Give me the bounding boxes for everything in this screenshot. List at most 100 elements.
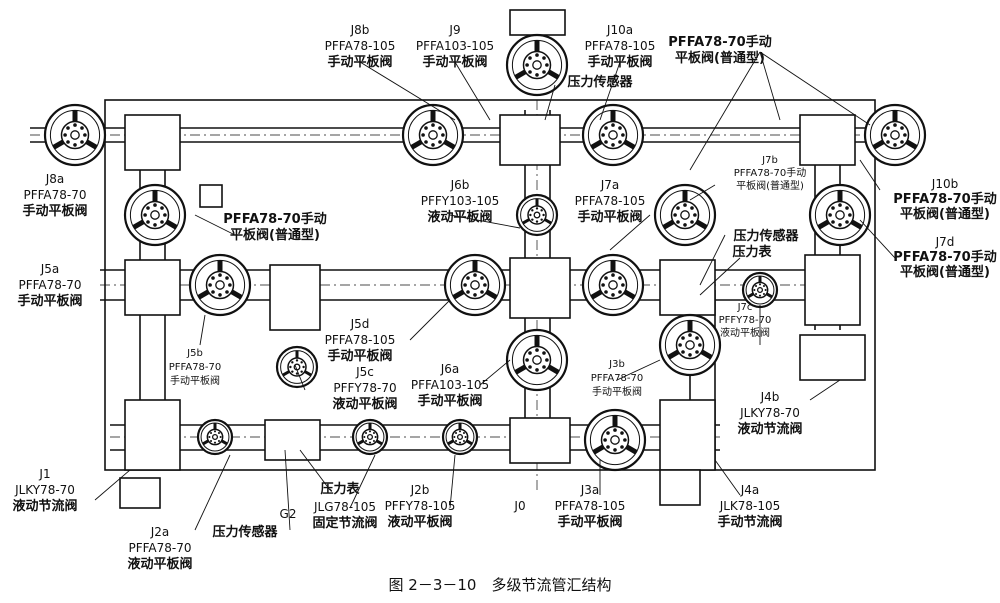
- label-line: PFFY78-70: [333, 381, 396, 395]
- label-line: G2: [280, 507, 297, 521]
- label-line: J1: [38, 467, 50, 481]
- handwheel-icon: [515, 193, 559, 237]
- handwheel-icon: [351, 418, 389, 456]
- label-line: JLKY78-70: [14, 483, 75, 497]
- label-line: 压力传感器: [733, 228, 799, 244]
- label-line: PFFA78-70手动: [893, 249, 996, 265]
- label-line: 液动平板阀: [427, 209, 492, 225]
- label-line: 手动平板阀: [17, 293, 82, 309]
- label-line: 液动节流阀: [12, 498, 77, 514]
- label-line: 固定节流阀: [312, 515, 377, 531]
- label-line: PFFA78-105: [325, 39, 396, 53]
- handwheel-icon: [441, 418, 479, 456]
- label-line: 平板阀(普通型): [736, 179, 804, 192]
- label-line: PFFA78-70: [169, 362, 222, 373]
- handwheel-icon: [275, 345, 319, 389]
- handwheel-icon: [658, 313, 722, 377]
- label-line: 液动平板阀: [720, 326, 770, 339]
- label-line: J2b: [410, 483, 430, 497]
- label-line: J7c: [737, 302, 753, 313]
- label-J0: J0: [513, 499, 525, 513]
- label-line: 压力传感器: [567, 74, 633, 90]
- label-line: PFFA78-105: [575, 194, 646, 208]
- label-sensor-top: 压力传感器: [567, 74, 633, 90]
- label-sensor-mid: 压力传感器: [733, 228, 799, 244]
- label-line: 液动节流阀: [737, 421, 802, 437]
- handwheel-icon: [188, 253, 252, 317]
- handwheel-icon: [581, 253, 645, 317]
- label-line: 压力表: [320, 481, 360, 497]
- label-line: J7a: [600, 178, 620, 192]
- label-line: PFFA78-70手动: [893, 191, 996, 207]
- label-line: 手动平板阀: [587, 54, 652, 70]
- label-line: J4b: [760, 390, 780, 404]
- handwheel-icon: [808, 183, 872, 247]
- label-line: J2a: [150, 525, 170, 539]
- label-line: J5d: [350, 317, 370, 331]
- label-line: J0: [513, 499, 525, 513]
- handwheel-icon: [863, 103, 927, 167]
- label-line: 手动平板阀: [170, 374, 220, 387]
- label-gauge-mid: 压力表: [732, 244, 772, 260]
- label-line: 液动平板阀: [127, 556, 192, 572]
- handwheel-icon: [401, 103, 465, 167]
- label-line: PFFA78-70手动: [734, 166, 807, 179]
- handwheel-icon: [581, 103, 645, 167]
- label-line: J9: [448, 23, 460, 37]
- leader-lines: [94, 51, 896, 531]
- label-line: 手动平板阀: [22, 203, 87, 219]
- handwheel-icon: [196, 418, 234, 456]
- handwheel-icon: [443, 253, 507, 317]
- label-line: PFFY78-70: [719, 315, 772, 326]
- label-line: PFFA78-70: [18, 278, 81, 292]
- label-line: J5b: [186, 348, 203, 359]
- label-line: J10a: [606, 23, 633, 37]
- label-line: PFFA103-105: [416, 39, 494, 53]
- valve-bodies: [119, 9, 866, 509]
- label-line: 手动平板阀: [327, 54, 392, 70]
- label-line: J3a: [580, 483, 600, 497]
- label-line: 手动平板阀: [577, 209, 642, 225]
- label-line: J4a: [740, 483, 760, 497]
- label-line: J7b: [761, 155, 778, 166]
- label-line: J8a: [45, 172, 65, 186]
- handwheel-icon: [505, 328, 569, 392]
- handwheels: [43, 33, 927, 472]
- label-line: J5a: [40, 262, 60, 276]
- handwheel-icon: [505, 33, 569, 97]
- label-line: PFFA78-70: [23, 188, 86, 202]
- label-line: 手动节流阀: [717, 514, 782, 530]
- label-line: J6b: [450, 178, 470, 192]
- handwheel-icon: [123, 183, 187, 247]
- label-line: 压力表: [732, 244, 772, 260]
- figure-caption: 图 2－3－10 多级节流管汇结构: [389, 576, 612, 594]
- handwheel-icon: [583, 408, 647, 472]
- label-line: J5c: [355, 365, 374, 379]
- label-line: 手动平板阀: [327, 348, 392, 364]
- label-line: J10b: [931, 177, 958, 191]
- label-line: 平板阀(普通型): [900, 206, 990, 222]
- label-line: 压力传感器: [212, 524, 278, 540]
- label-line: 平板阀(普通型): [900, 264, 990, 280]
- label-line: PFFA78-70手动: [668, 34, 771, 50]
- handwheel-icon: [43, 103, 107, 167]
- label-line: PFFA103-105: [411, 378, 489, 392]
- handwheel-icon: [741, 271, 779, 309]
- label-line: 手动平板阀: [592, 385, 642, 398]
- label-line: J3b: [608, 359, 625, 370]
